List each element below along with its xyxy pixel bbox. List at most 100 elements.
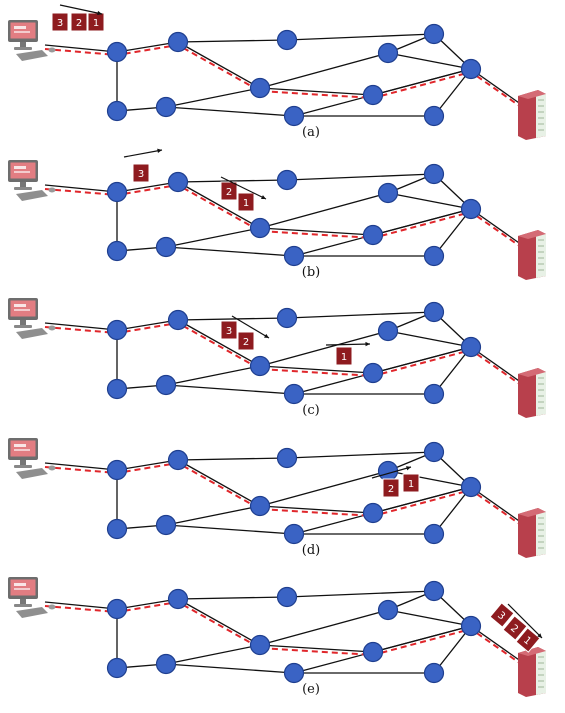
router-node [283,662,305,684]
access-link [470,68,523,106]
router-node [249,217,271,239]
router-node [283,105,305,127]
router-node [167,588,189,610]
direction-arrow [220,176,267,200]
panel-e: 321(e) [8,577,546,697]
router-node [155,96,177,118]
panel-c: 321(c) [8,298,546,418]
router-node [362,502,384,524]
network-link [259,365,374,374]
router-node [155,653,177,675]
packet-number: 2 [226,187,232,198]
router-node [377,42,399,64]
router-node [106,378,128,400]
router-node [423,245,445,267]
network-link [387,192,472,210]
router-node [106,41,128,63]
router-node [167,171,189,193]
network-link [165,246,295,257]
router-node [249,634,271,656]
router-node [155,374,177,396]
router-node [460,58,482,80]
access-link [470,625,523,663]
panel-label: (b) [302,265,320,280]
network-link [177,181,261,229]
router-node [460,336,482,358]
network-link [116,41,179,53]
router-node [106,240,128,262]
router-node [362,362,384,384]
packet-3: 3 [132,163,150,183]
router-node [106,518,128,540]
network-link [387,609,472,627]
router-node [362,224,384,246]
packet-1: 1 [237,192,255,212]
access-link [44,601,118,610]
router-node [423,383,445,405]
network-link [165,106,295,117]
router-node [423,23,445,45]
packet-number: 2 [508,623,520,636]
router-node [106,319,128,341]
packet-2: 2 [382,478,400,498]
network-link [387,470,472,488]
network-link [286,451,435,459]
network-link [259,192,389,229]
server-tower-icon [518,508,546,558]
network-link [165,87,261,108]
network-link [286,33,435,41]
router-node [167,31,189,53]
network-link [165,524,295,535]
router-node [423,105,445,127]
network-link [259,470,389,507]
router-node [167,449,189,471]
router-node [377,599,399,621]
router-node [423,580,445,602]
network-link [177,179,288,183]
router-node [249,495,271,517]
network-link [177,596,288,600]
router-node [460,198,482,220]
network-link [177,319,261,367]
access-link [44,322,118,331]
router-node [423,441,445,463]
router-node [362,641,384,663]
network-link [259,227,374,236]
packet-3: 3 [220,320,238,340]
router-node [377,182,399,204]
access-link [470,208,523,246]
network-link [177,317,288,321]
panel-label: (c) [302,403,319,418]
direction-arrow [507,603,543,639]
network-link [259,505,374,514]
access-link [470,346,523,384]
router-node [423,301,445,323]
router-node [276,169,298,191]
direction-arrow [59,4,103,15]
network-link [165,644,261,665]
packet-3: 3 [51,12,69,32]
router-node [106,598,128,620]
router-node [276,586,298,608]
packet-1: 1 [515,627,541,653]
router-node [283,523,305,545]
network-link [116,598,179,610]
router-node [155,236,177,258]
network-link [286,173,435,181]
network-link [177,41,261,89]
network-link [387,330,472,348]
router-node [276,29,298,51]
server-tower-icon [518,90,546,140]
direction-arrow [325,343,371,346]
network-link [116,459,179,471]
packet-number: 1 [243,198,249,209]
packet-number: 1 [521,635,533,648]
desktop-computer-icon [8,577,56,618]
router-node [423,523,445,545]
server-tower-icon [518,230,546,280]
network-link [165,505,261,526]
network-link [165,663,295,674]
server-tower-icon [518,647,546,697]
